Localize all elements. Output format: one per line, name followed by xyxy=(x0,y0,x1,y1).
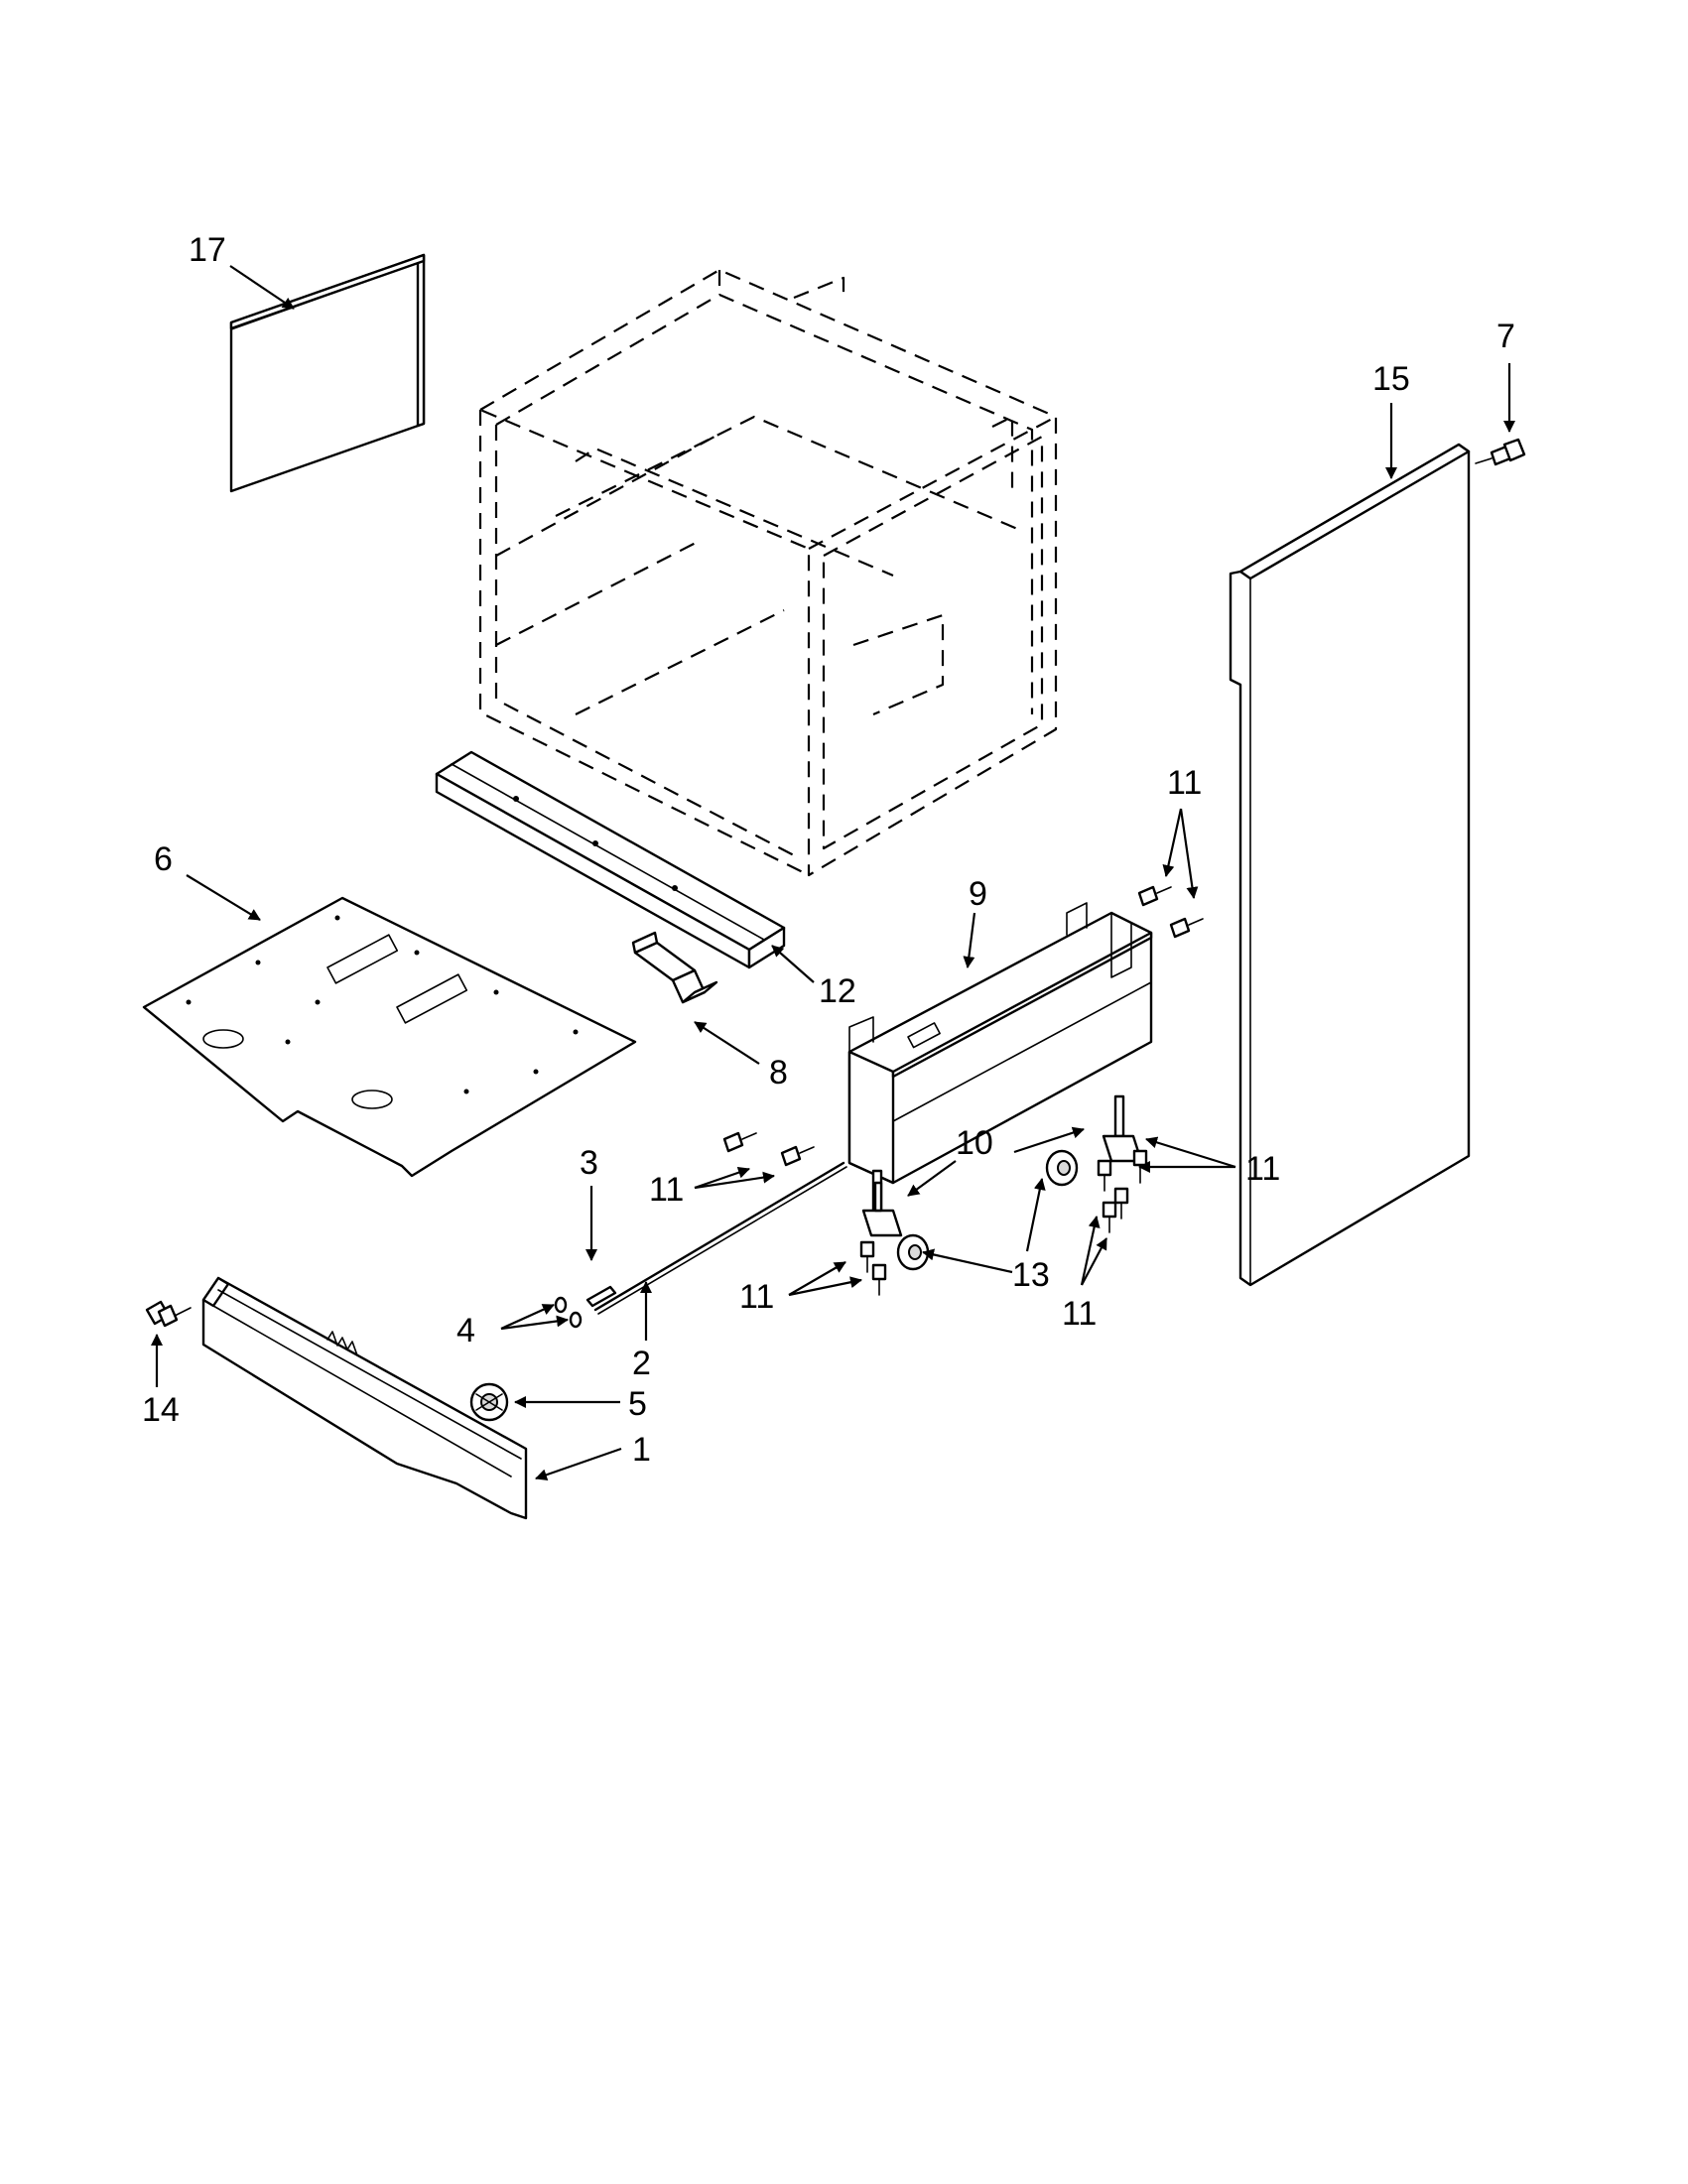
part-12-rail xyxy=(435,750,786,969)
callout-11-top: 11 xyxy=(1167,764,1202,802)
part-10-leveling-leg-left xyxy=(861,1169,903,1237)
callout-13: 13 xyxy=(1012,1256,1050,1294)
part-13-roller-right xyxy=(1045,1149,1079,1187)
callout-8: 8 xyxy=(769,1054,788,1092)
part-8-bracket xyxy=(631,931,718,1004)
callout-10: 10 xyxy=(956,1124,993,1162)
part-5-knob xyxy=(469,1382,509,1422)
tub-outline-dashed xyxy=(478,268,1058,877)
part-14-screw xyxy=(145,1300,192,1328)
part-3-pin xyxy=(585,1285,617,1308)
part-1-toe-kick xyxy=(201,1276,528,1520)
callout-3: 3 xyxy=(580,1144,598,1182)
callout-6: 6 xyxy=(154,840,173,878)
callout-7: 7 xyxy=(1496,318,1515,355)
part-13-roller-left xyxy=(896,1233,930,1271)
callout-11-left: 11 xyxy=(649,1171,684,1209)
callout-11-bottom-right: 11 xyxy=(1062,1295,1097,1333)
callout-11-bottom-left: 11 xyxy=(739,1278,774,1316)
callout-9: 9 xyxy=(969,875,987,913)
callout-5: 5 xyxy=(628,1385,647,1423)
part-17-rear-panel xyxy=(229,253,426,493)
part-9-base-frame xyxy=(847,902,1153,1185)
callout-14: 14 xyxy=(142,1391,180,1429)
callout-2: 2 xyxy=(632,1345,651,1382)
leader-lines xyxy=(151,265,1515,1481)
callout-4: 4 xyxy=(456,1312,475,1349)
callout-12: 12 xyxy=(819,972,856,1010)
part-6-bottom-plate xyxy=(142,896,637,1178)
part-15-side-panel xyxy=(1229,443,1471,1287)
callout-1: 1 xyxy=(632,1431,651,1469)
part-4-clips xyxy=(554,1296,583,1329)
part-7-screw xyxy=(1475,438,1526,466)
callout-17: 17 xyxy=(189,231,226,269)
callout-11-right: 11 xyxy=(1245,1150,1280,1188)
callout-labels: 17 7 15 11 6 9 12 8 3 10 11 11 13 11 11 … xyxy=(142,231,1515,1469)
part-11-screw-set xyxy=(722,885,1204,1296)
callout-15: 15 xyxy=(1372,360,1410,398)
part-2-rod xyxy=(593,1161,847,1315)
